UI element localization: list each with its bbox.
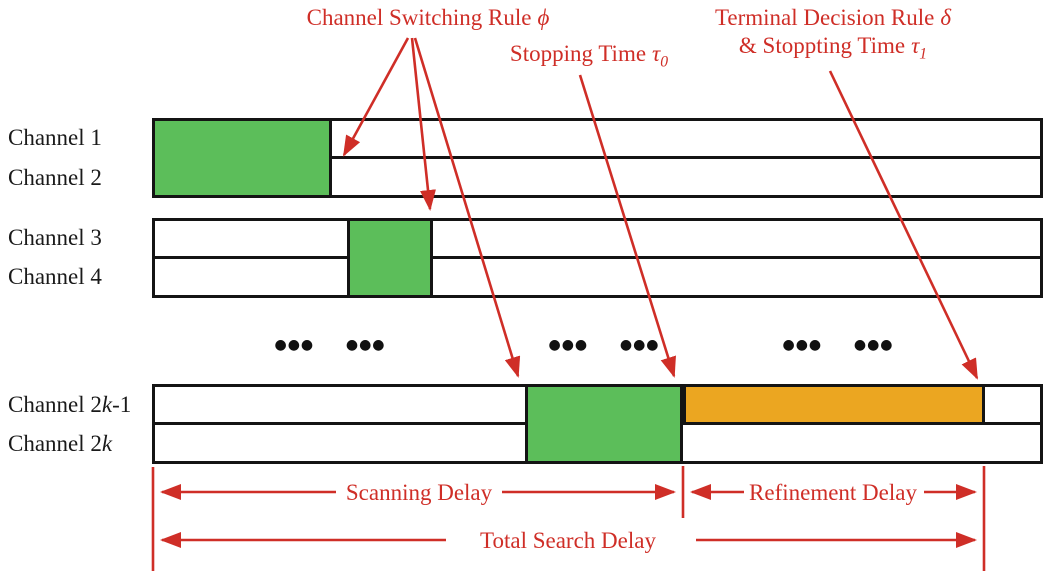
terminal-line2-text: & Stoppting Time: [738, 33, 906, 59]
phi-symbol: ϕ: [537, 5, 550, 30]
channel-4-label: Channel 4: [8, 264, 102, 289]
channel-2k-label: Channel 2k: [8, 431, 112, 457]
channel-2k-1-italic: k: [101, 392, 113, 417]
tau1-symbol: τ1: [911, 33, 928, 63]
channel-3-label: Channel 3: [8, 225, 102, 250]
ellipsis-dots-middle: ●●● ●●●: [548, 337, 660, 353]
channel-2k-prefix: Channel 2: [8, 431, 102, 456]
ellipsis-dots-left: ●●● ●●●: [274, 337, 386, 353]
refinement-block-ch2k-1: [683, 384, 985, 425]
channel-1-label: Channel 1: [8, 125, 102, 150]
tau1-subscript: 1: [919, 45, 928, 63]
stopping-time-text: Stopping Time: [509, 41, 647, 66]
switching-rule-text: Channel Switching Rule: [306, 5, 532, 30]
scan-block-ch3-4: [347, 218, 433, 298]
channel-2k-italic: k: [101, 431, 113, 456]
delta-symbol: δ: [940, 5, 952, 30]
tau0-subscript: 0: [660, 53, 669, 71]
channel-rows-1-2: [152, 118, 1043, 198]
tau0-symbol: τ0: [652, 41, 669, 71]
channel-rows-3-4: [152, 218, 1043, 298]
total-search-delay-label: Total Search Delay: [480, 528, 656, 553]
scan-block-ch2k: [525, 384, 683, 464]
refinement-delay-label: Refinement Delay: [749, 480, 917, 505]
channel-2k-1-label: Channel 2k-1: [8, 392, 131, 418]
channel-2k-1-prefix: Channel 2: [8, 392, 102, 417]
scanning-delay-label: Scanning Delay: [345, 480, 493, 505]
switching-arrow-to-ch2k: [413, 37, 521, 378]
terminal-line1-text: Terminal Decision Rule: [714, 5, 935, 30]
channel-rows-2k: [152, 384, 1043, 464]
channel-2-label: Channel 2: [8, 165, 102, 190]
ellipsis-dots-right: ●●● ●●●: [782, 337, 894, 353]
row-divider: [155, 256, 1040, 259]
scan-block-ch1-2: [152, 118, 332, 198]
channel-2k-1-suffix: -1: [112, 392, 132, 417]
